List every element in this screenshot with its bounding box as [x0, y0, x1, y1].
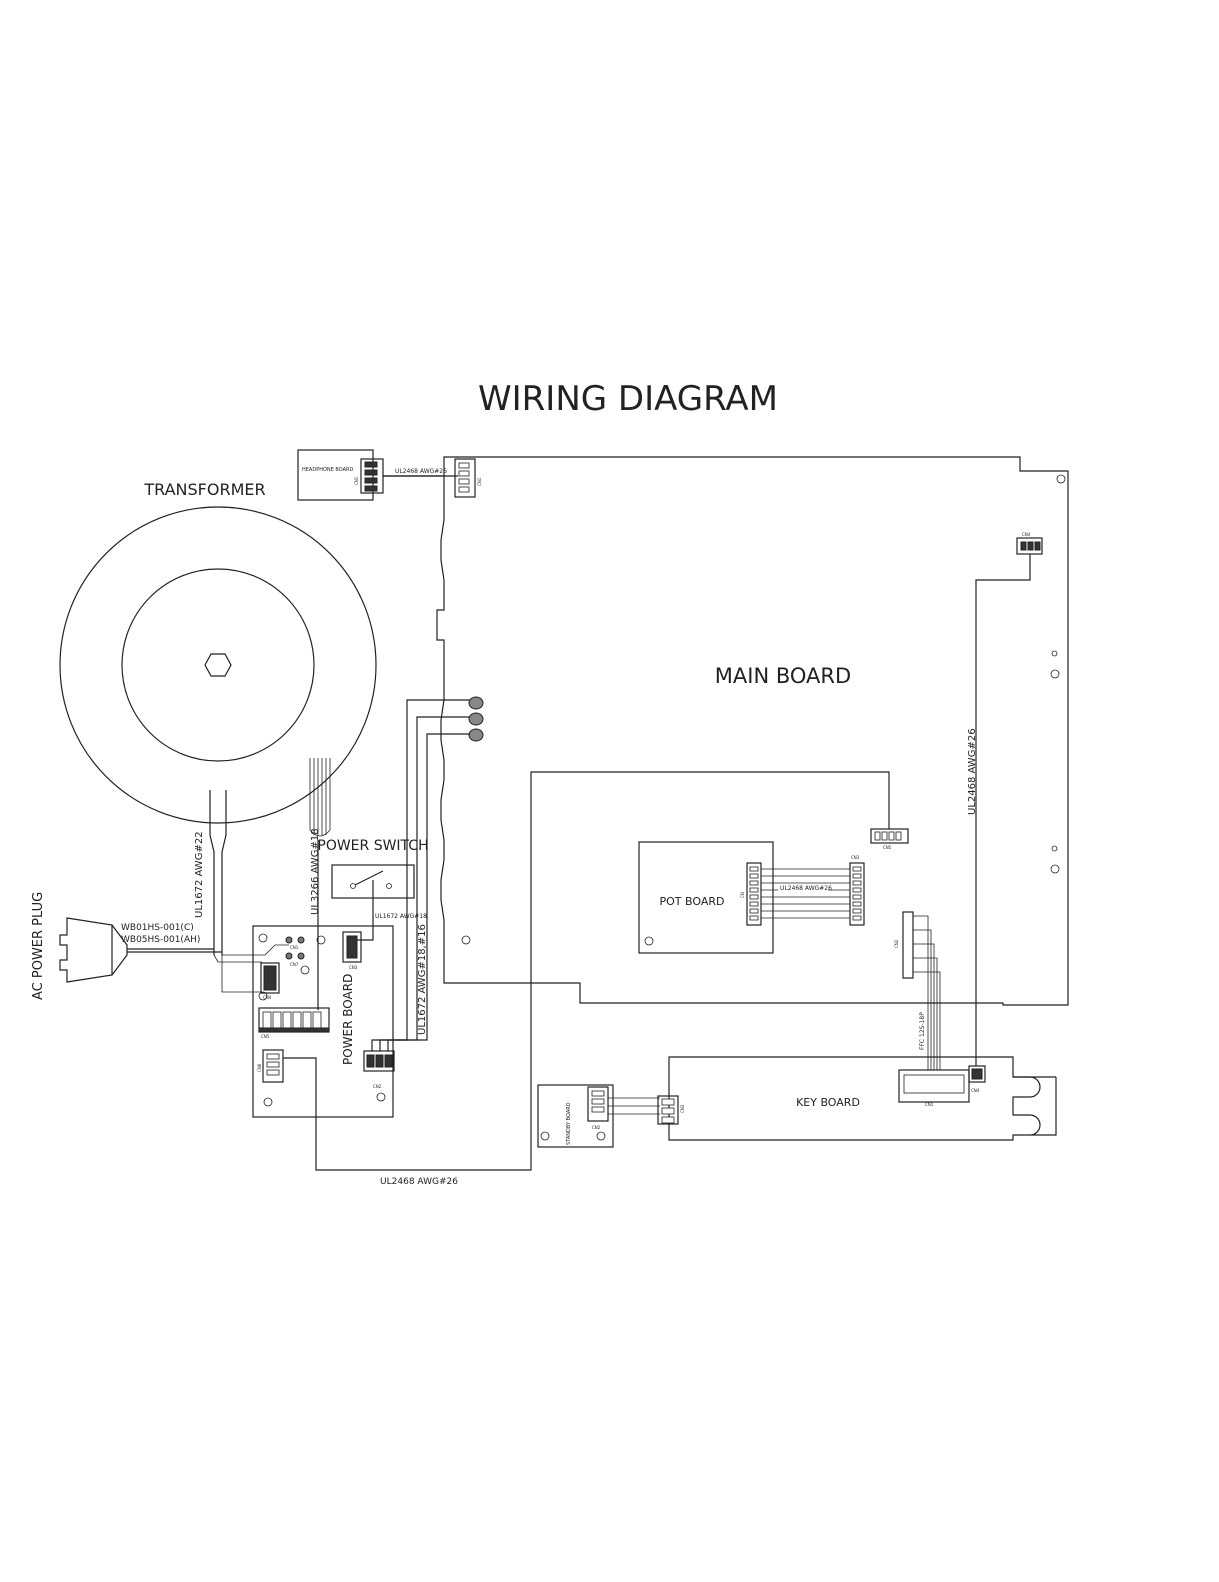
transformer: TRANSFORMER UL1672 AWG#22 UL3266 AWG#18	[59, 480, 377, 1010]
ffc-cable-label: FFC 12S-18P	[919, 1012, 926, 1050]
power-cn5-label: CN5	[261, 1034, 270, 1039]
key-cn1-label: CN1	[925, 1102, 934, 1107]
power-board-label: POWER BOARD	[341, 974, 355, 1065]
ac-power-plug: AC POWER PLUG WB01HS-001(C) WB05HS-001(A…	[31, 892, 222, 1000]
plug-model-1: WB01HS-001(C)	[121, 923, 194, 933]
main-cn4-label: CN4	[1022, 532, 1031, 537]
key-board: KEY BOARD CN3 CN1 CN4	[657, 1056, 1057, 1141]
pot-wire-label: UL2468 AWG#26	[780, 885, 832, 892]
power-board: POWER BOARD CN1 CN7 CN4 CN3 CN5	[252, 925, 395, 1118]
ffc-cable: FFC 12S-18P	[913, 915, 941, 1070]
main-cn5-label: CN5	[883, 845, 892, 850]
diagram-title: WIRING DIAGRAM	[478, 379, 778, 419]
power-cn2-label: CN2	[373, 1084, 382, 1089]
main-to-key-wire: UL2468 AWG#26	[967, 554, 1031, 1066]
standby-cn-label: CN2	[592, 1125, 601, 1130]
power-switch-label: POWER SWITCH	[317, 838, 428, 854]
standby-board: STANDBY BOARD CN2	[537, 1084, 614, 1148]
headphone-cn-label: CN1	[354, 476, 359, 485]
main-board-label: MAIN BOARD	[715, 664, 851, 688]
main-cn2-label: CN2	[894, 939, 899, 948]
power-cn7-label: CN7	[290, 962, 299, 967]
pot-board-label: POT BOARD	[660, 895, 725, 908]
transformer-mounting-nut	[204, 653, 232, 677]
plug-model-2: WB05HS-001(AH)	[121, 935, 200, 945]
pot-cn-label: CN	[740, 892, 745, 898]
pot-wire: UL2468 AWG#26	[761, 868, 850, 919]
transformer-primary-wire-label: UL1672 AWG#22	[194, 831, 205, 918]
key-cn3-label: CN3	[680, 1104, 685, 1113]
main-to-key-wire-label: UL2468 AWG#26	[967, 728, 978, 815]
power-to-key-wire-label: UL2468 AWG#26	[380, 1177, 458, 1187]
pot-board: POT BOARD CN	[638, 841, 774, 954]
power-to-main-wire-label: UL1672 AWG#18,#16	[417, 924, 428, 1035]
power-to-main-leads: UL1672 AWG#18,#16	[371, 699, 470, 1051]
key-cn4-label: CN4	[971, 1088, 980, 1093]
power-to-key-wire: UL2468 AWG#26	[283, 771, 890, 1187]
power-cn4-label: CN4	[263, 995, 272, 1000]
switch-wire-label: UL1672 AWG#18	[375, 913, 427, 920]
main-cn1-label: CN1	[477, 477, 482, 486]
headphone-board: HEADPHONE BOARD CN1	[297, 449, 384, 501]
headphone-wire-label: UL2468 AWG#26	[395, 468, 447, 475]
power-cn3-label: CN3	[349, 965, 358, 970]
headphone-board-label: HEADPHONE BOARD	[302, 467, 353, 473]
ac-power-plug-label: AC POWER PLUG	[31, 892, 46, 1000]
key-board-label: KEY BOARD	[796, 1096, 860, 1109]
standby-board-label: STANDBY BOARD	[566, 1102, 572, 1145]
transformer-secondary-wire-label: UL3266 AWG#18	[310, 828, 321, 915]
power-switch: POWER SWITCH UL1672 AWG#18	[317, 838, 429, 941]
power-cn1-label: CN1	[290, 945, 299, 950]
transformer-label: TRANSFORMER	[143, 480, 265, 499]
main-board: MAIN BOARD CN1 CN4 CN5	[436, 456, 1069, 1006]
power-cn6-label: CN6	[257, 1063, 262, 1072]
main-cn3-label: CN3	[851, 855, 860, 860]
